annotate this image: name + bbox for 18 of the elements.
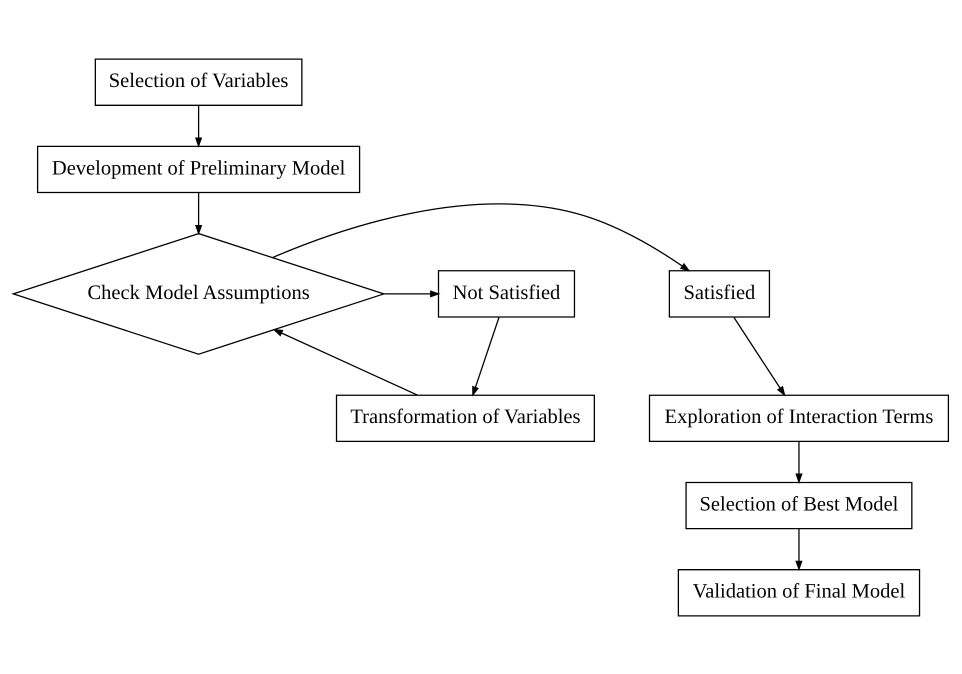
node-box: Not Satisfied [438,270,576,318]
arrow [195,192,202,235]
node-box: Validation of Final Model [678,568,920,616]
arrow [384,290,440,297]
arrow [472,316,500,396]
arrow [733,316,786,396]
arrow [195,105,202,148]
node-box: Exploration of Interaction Terms [648,394,950,442]
node-box: Transformation of Variables [336,394,595,442]
arrow [795,528,803,571]
arrow [272,328,418,396]
node-box: Development of Preliminary Model [36,145,360,193]
node-box: Selection of Variables [94,58,303,106]
node-box: Satisfied [668,270,770,318]
node-diamond: Check Model Assumptions [11,232,386,354]
arrow [272,202,690,272]
arrow [795,441,803,484]
node-box: Selection of Best Model [685,481,912,529]
